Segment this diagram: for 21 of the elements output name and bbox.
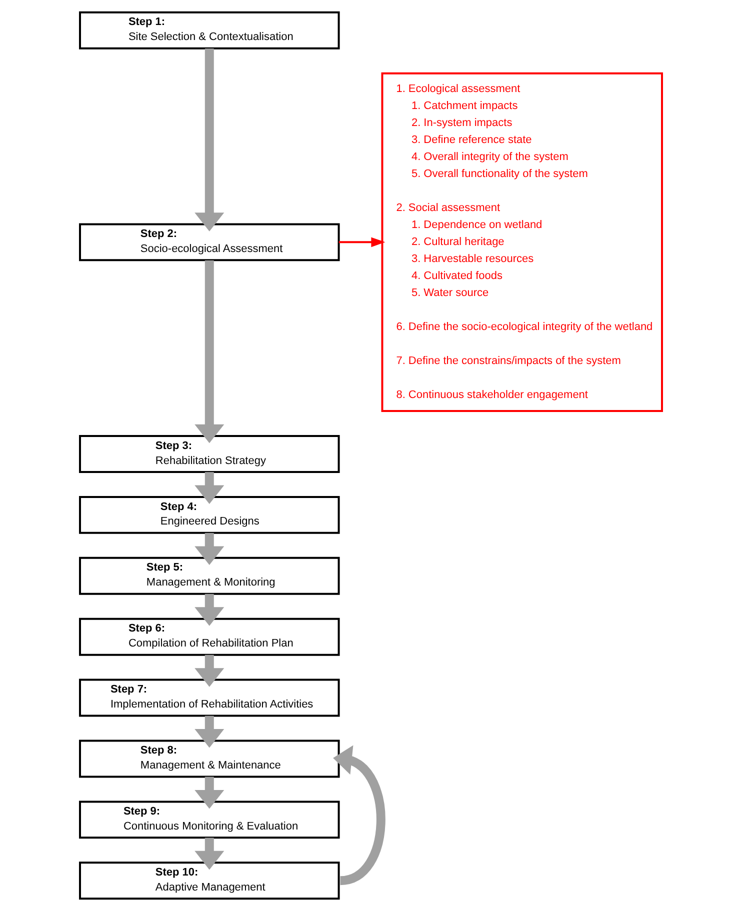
arrow [194, 716, 224, 748]
node-box: Step 2: Socio-ecological Assessment [79, 223, 340, 262]
node-box: Step 9: Continuous Monitoring & Evaluation [79, 800, 340, 839]
arrow [194, 594, 224, 626]
node-box: Step 7: Implementation of Rehabilitation Activities [79, 678, 340, 717]
node-box: Step 3: Rehabilitation Strategy [79, 435, 340, 473]
node-box: Step 5: Management & Monitoring [79, 556, 340, 595]
node-box: Step 8: Management & Maintenance [79, 740, 340, 778]
arrow [194, 260, 224, 444]
arrow [194, 654, 224, 687]
node-box: Step 10: Adaptive Management [79, 862, 340, 900]
arrow [194, 838, 224, 870]
arrow [194, 48, 224, 232]
arrow [194, 472, 224, 504]
arrow [338, 237, 386, 248]
node-box: 1. Ecological assessment 1. Catchment impacts 2. In-system impacts 3. Define reference state 4. Overall integrity of the system 5. Overall functionality of the system 2. Social assessment 1. Dependence on wetland 2. Cultural heritage 3. Harvestable resources 4. Cultivated foods 5. Water source 6. Define the socio-ecological integrity of the wetland 7. Define the constrains/impacts of the system 8. Continuous stakeholder engagement [381, 72, 663, 412]
node-box: Step 1: Site Selection & Contextualisation [79, 11, 340, 50]
arrow [194, 776, 224, 809]
arrow [194, 533, 224, 565]
node-box: Step 4: Engineered Designs [79, 496, 340, 534]
node-box: Step 6: Compilation of Rehabilitation Plan [79, 618, 340, 656]
